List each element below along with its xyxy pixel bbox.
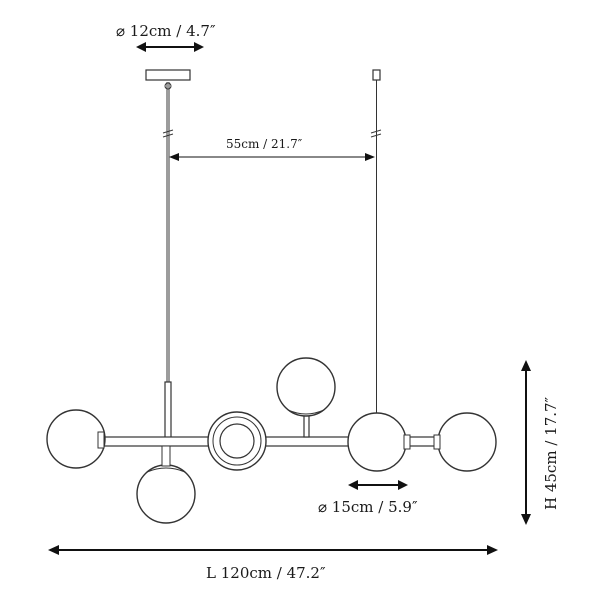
length-label: L 120cm / 47.2″ — [206, 564, 326, 582]
globe-diameter-label: ⌀ 15cm / 5.9″ — [318, 498, 418, 516]
decorative-ring — [207, 411, 267, 471]
canopy-diameter-label: ⌀ 12cm / 4.7″ — [116, 22, 216, 40]
height-label: H 45cm / 17.7″ — [542, 396, 560, 510]
length-arrow — [48, 545, 498, 555]
canopy-diameter-arrow — [136, 42, 204, 52]
globe-lower-left — [136, 445, 196, 524]
right-suspension-cable — [370, 69, 382, 416]
globe-far-right — [433, 412, 497, 472]
globe-top-center — [276, 357, 336, 417]
globe-diameter-arrow — [348, 480, 408, 490]
globe-far-left — [46, 409, 106, 469]
height-arrow — [521, 360, 531, 525]
cable-spacing-arrow — [169, 153, 375, 161]
left-suspension-rod — [162, 82, 174, 441]
cable-spacing-label: 55cm / 21.7″ — [226, 137, 303, 151]
ceiling-canopy — [145, 69, 191, 90]
globe-center-right — [347, 412, 411, 472]
upright-arm — [303, 413, 310, 438]
